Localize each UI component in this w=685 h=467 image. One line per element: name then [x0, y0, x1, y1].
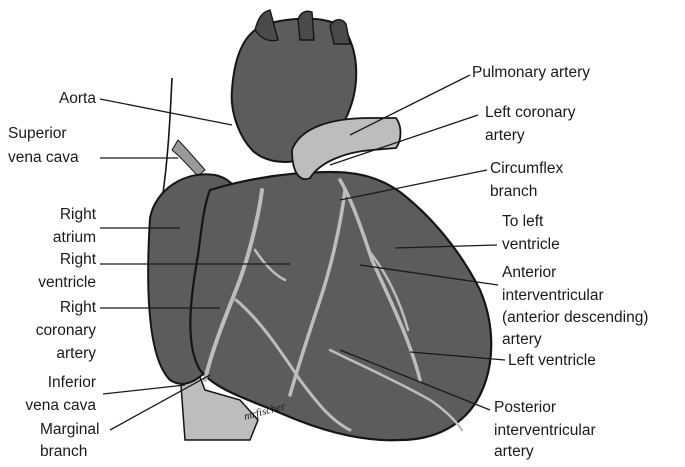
label-right-ventricle-1: Right: [0, 250, 96, 270]
label-circumflex-1: Circumflex: [490, 159, 563, 179]
label-circumflex-2: branch: [490, 182, 537, 202]
label-posterior-iv-3: artery: [494, 442, 534, 462]
label-posterior-iv-2: interventricular: [494, 421, 596, 441]
label-pulmonary-artery: Pulmonary artery: [472, 63, 590, 83]
label-right-coronary-2: coronary: [0, 321, 96, 341]
aorta-branch-mid: [298, 11, 314, 40]
label-aorta: Aorta: [0, 89, 96, 109]
leader-aorta: [100, 99, 232, 125]
label-left-ventricle: Left ventricle: [508, 351, 596, 371]
label-to-left-ventricle-1: To left: [502, 212, 543, 232]
leader-inferior-vena-cava: [103, 385, 185, 394]
label-left-coronary-2: artery: [485, 126, 525, 146]
label-right-coronary-1: Right: [0, 298, 96, 318]
label-anterior-iv-3: (anterior descending): [502, 308, 648, 328]
superior-vena-cava-vessel: [162, 78, 172, 200]
label-marginal-branch-1: Marginal: [40, 420, 99, 440]
label-right-atrium-1: Right: [0, 205, 96, 225]
label-superior-vena-cava-2: vena cava: [8, 148, 79, 168]
label-anterior-iv-1: Anterior: [502, 263, 556, 283]
label-anterior-iv-4: artery: [502, 330, 542, 350]
label-posterior-iv-1: Posterior: [494, 398, 556, 418]
label-to-left-ventricle-2: ventricle: [502, 235, 560, 255]
label-marginal-branch-2: branch: [40, 442, 87, 462]
label-right-coronary-3: artery: [0, 344, 96, 364]
label-right-atrium-2: atrium: [0, 228, 96, 248]
label-right-ventricle-2: ventricle: [0, 273, 96, 293]
label-superior-vena-cava-1: Superior: [8, 124, 67, 144]
leader-pulmonary-artery: [350, 75, 470, 135]
label-left-coronary-1: Left coronary: [485, 103, 575, 123]
label-inferior-vena-cava-2: vena cava: [0, 396, 96, 416]
label-inferior-vena-cava-1: Inferior: [0, 373, 96, 393]
label-anterior-iv-2: interventricular: [502, 286, 604, 306]
aorta-branch-right: [330, 20, 350, 44]
